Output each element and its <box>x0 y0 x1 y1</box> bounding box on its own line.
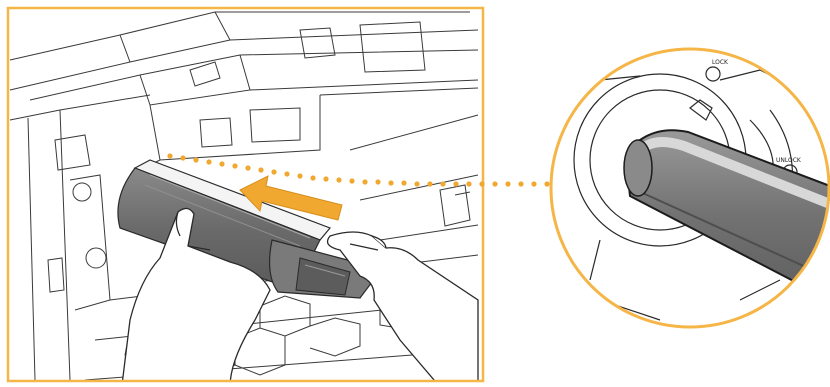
unlock-label: UNLOCK <box>776 157 802 164</box>
main-scene <box>8 8 483 387</box>
zoom-detail: LOCK UNLOCK <box>550 48 830 328</box>
lock-label: LOCK <box>712 59 729 66</box>
